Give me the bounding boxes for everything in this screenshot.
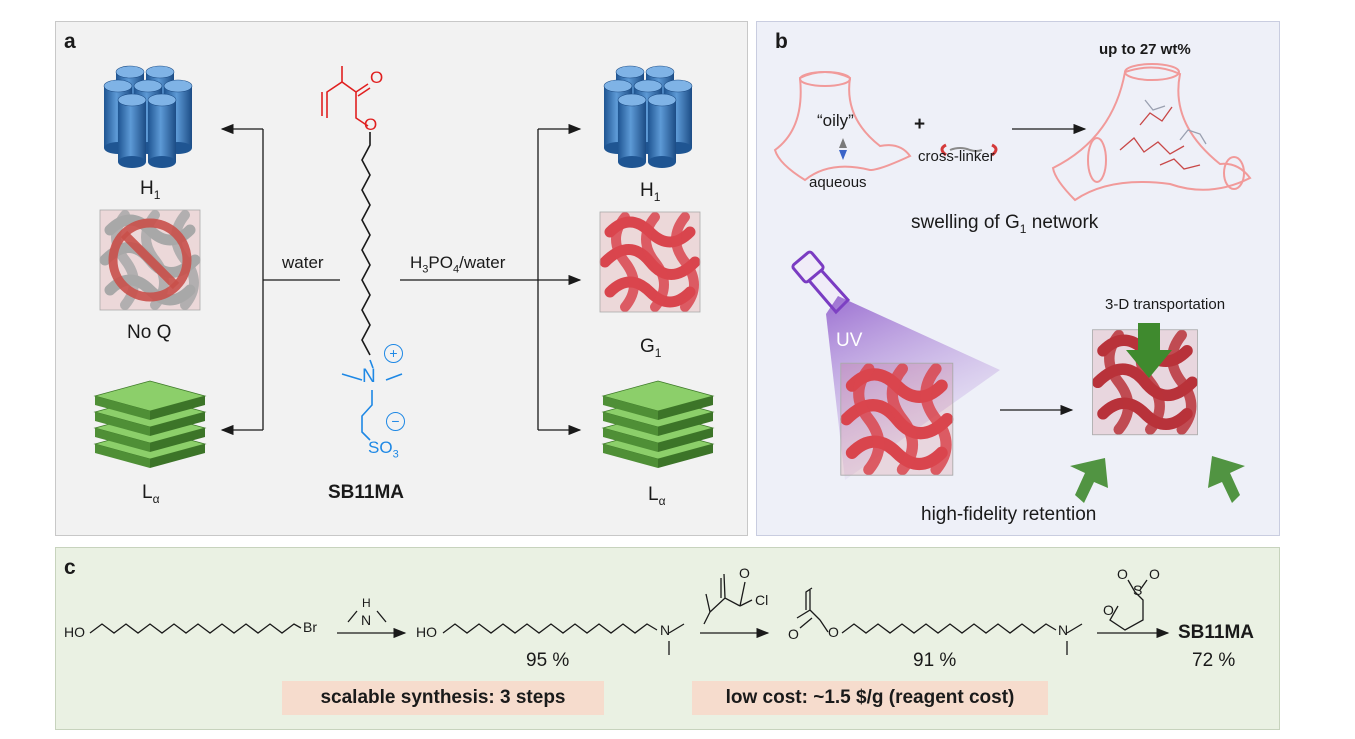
right-bracket-arrows — [400, 123, 582, 436]
highlight-low-cost: low cost: ~1.5 $/g (reagent cost) — [692, 681, 1048, 715]
panel-a-label: a — [64, 30, 76, 53]
left-h1-label: H1 — [140, 178, 161, 202]
right-g1-gyroid — [600, 212, 700, 312]
molecule-so3: SO3 — [368, 438, 399, 461]
swollen-channel — [1051, 63, 1252, 202]
uv-gyroid-cube — [841, 363, 953, 475]
sultone-o1: O — [1117, 566, 1128, 582]
molecule-plus-charge: + — [384, 344, 403, 363]
crosslinker-icon — [940, 143, 998, 157]
panel-b-label: b — [775, 30, 788, 53]
left-noq-label: No Q — [127, 322, 172, 343]
intermediate1-ho: HO — [416, 624, 437, 640]
transport-label: 3-D transportation — [1105, 296, 1226, 313]
oily-aqueous-arrows — [839, 138, 847, 160]
yield-step1: 95 % — [526, 650, 570, 671]
yield-step3: 72 % — [1192, 650, 1236, 671]
highlight-scalable: scalable synthesis: 3 steps — [282, 681, 604, 715]
right-la-label: Lα — [648, 484, 666, 508]
left-lamellar-stack — [94, 380, 206, 469]
right-h1-cylinders — [603, 65, 693, 169]
reagent-o-carbonyl: O — [739, 565, 750, 581]
sultone-o2: O — [1149, 566, 1160, 582]
aqueous-label: aqueous — [809, 174, 867, 191]
reagent-cl: Cl — [755, 592, 769, 608]
reaction-scheme-lines — [89, 573, 1170, 655]
left-bracket-arrows — [220, 123, 340, 436]
left-h1-cylinders — [103, 65, 193, 169]
left-la-label: Lα — [142, 482, 160, 506]
oily-aqueous-channel — [773, 71, 912, 182]
sultone-s: S — [1133, 582, 1143, 598]
reactant-ho: HO — [64, 624, 85, 640]
yield-step2: 91 % — [913, 650, 957, 671]
right-h1-label: H1 — [640, 180, 661, 204]
reactant-br: Br — [303, 619, 317, 635]
retention-label: high-fidelity retention — [921, 504, 1097, 525]
intermediate1-n: N — [660, 622, 671, 638]
product2-o-carbonyl: O — [788, 626, 799, 642]
reagent-amine-h: H — [362, 596, 371, 610]
intermediate2-n: N — [1058, 622, 1069, 638]
swelling-label: swelling of G1 network — [911, 212, 1099, 236]
molecule-n: N — [362, 366, 376, 387]
molecule-minus-charge: − — [386, 412, 405, 431]
prohibit-icon — [108, 218, 192, 302]
left-condition: water — [282, 253, 324, 272]
uv-label: UV — [836, 330, 863, 351]
molecule-o-ester: O — [364, 115, 378, 134]
right-g1-label: G1 — [640, 336, 662, 360]
panel-c-label: c — [64, 556, 76, 579]
molecule-o-carbonyl: O — [370, 68, 384, 87]
sb11ma-molecule — [321, 66, 403, 441]
reagent-amine-n: N — [361, 612, 372, 628]
plus-sign: + — [914, 114, 926, 135]
crosslinker-label: cross-linker — [918, 148, 995, 165]
product2-o-ester: O — [828, 624, 839, 640]
right-lamellar-stack — [602, 380, 714, 469]
oily-label: “oily” — [817, 111, 854, 130]
right-condition: H3PO4/water — [410, 253, 506, 276]
swollen-network-lines — [1119, 99, 1207, 170]
sultone-o3: O — [1103, 602, 1114, 618]
loading-label: up to 27 wt% — [1099, 41, 1191, 58]
product-name: SB11MA — [1178, 622, 1255, 643]
molecule-name: SB11MA — [328, 482, 405, 503]
transport-arrows-icon — [1070, 323, 1245, 503]
